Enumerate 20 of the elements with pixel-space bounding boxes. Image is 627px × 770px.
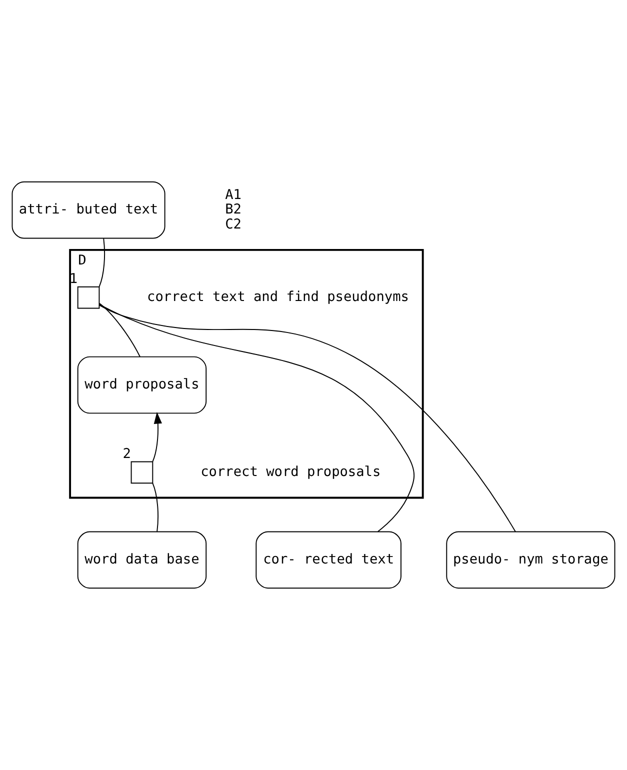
node-box: attri- buted text: [12, 181, 166, 239]
label: A1: [225, 187, 242, 204]
node-box: [77, 286, 100, 309]
node-label: 1: [69, 271, 78, 288]
node-box: word data base: [77, 531, 207, 589]
node-box: word proposals: [77, 356, 207, 414]
connector: [99, 302, 140, 358]
node-box: [130, 461, 154, 484]
label: B2: [225, 202, 242, 218]
node-box: pseudo- nym storage: [446, 531, 616, 589]
label: C2: [225, 216, 242, 232]
arrow: [152, 412, 162, 462]
connector: [98, 304, 516, 532]
node-label: correct text and find pseudonyms: [147, 289, 409, 306]
node-label: 2: [122, 446, 131, 462]
node-box: cor- rected text: [256, 531, 402, 589]
connector: [98, 238, 106, 288]
connector: [98, 304, 415, 532]
connector: [152, 482, 158, 532]
node-label: correct word proposals: [200, 464, 381, 480]
